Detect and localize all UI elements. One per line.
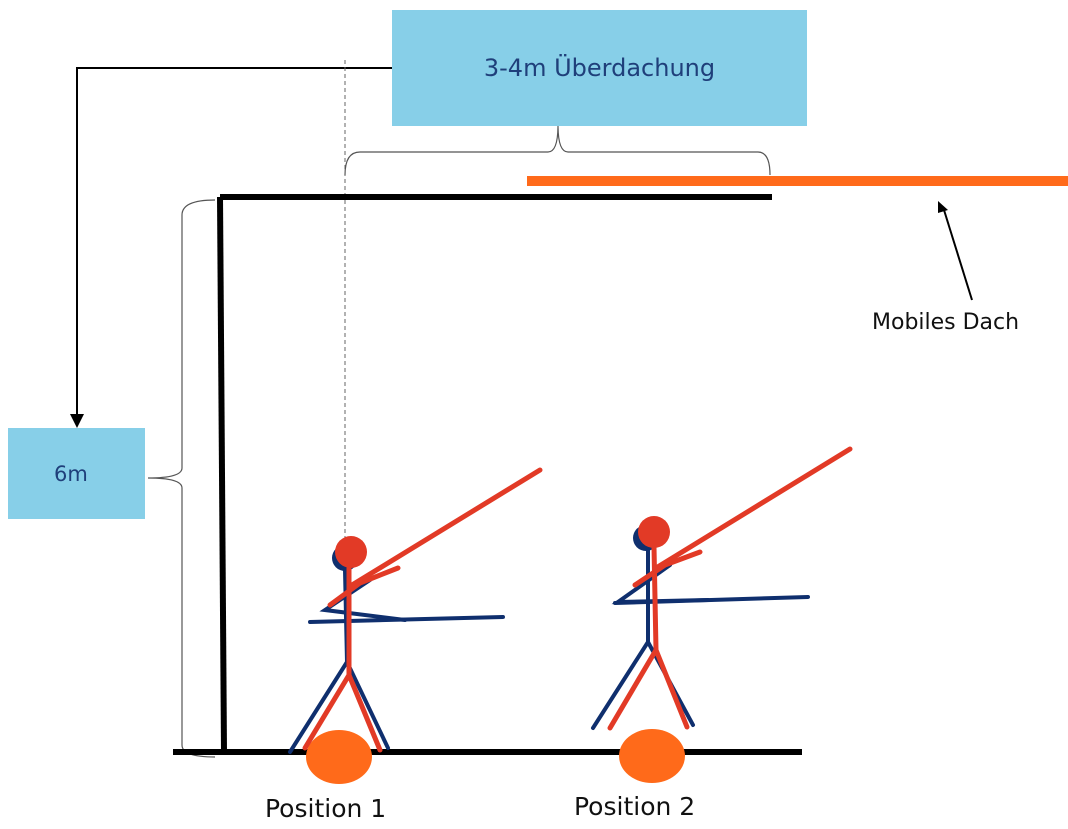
position-2-marker (619, 729, 685, 783)
height-label: 6m (54, 461, 88, 486)
canopy-brace (344, 124, 771, 176)
height-label-box: 6m (8, 428, 145, 519)
canopy-label-box: 3-4m Überdachung (392, 10, 807, 126)
mobile-roof-arrow (938, 201, 973, 301)
height-brace (147, 199, 216, 758)
canopy-label: 3-4m Überdachung (483, 54, 716, 82)
connector-arrow (70, 67, 392, 428)
position-2-label: Position 2 (574, 792, 696, 821)
position-1-label: Position 1 (265, 794, 387, 823)
building-structure (173, 194, 802, 755)
javelin-figure-2-icon (591, 446, 853, 731)
mobile-roof-label: Mobiles Dach (872, 310, 1020, 335)
position-1-marker (306, 730, 372, 784)
javelin-figure-1-icon (288, 467, 543, 754)
